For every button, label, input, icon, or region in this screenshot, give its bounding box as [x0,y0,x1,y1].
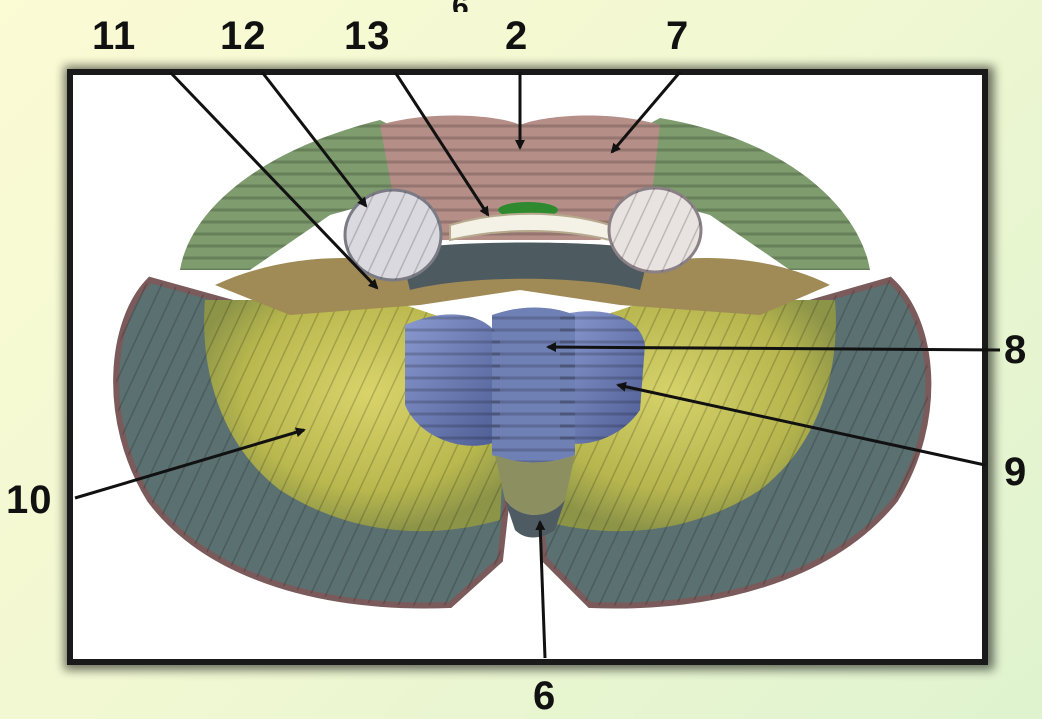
label-6: 6 [533,676,556,716]
label-12: 12 [220,16,267,56]
label-2: 2 [505,16,528,56]
label-11: 11 [92,16,136,56]
label-8: 8 [1004,330,1027,370]
label-9: 9 [1004,452,1027,492]
label-7: 7 [666,16,689,56]
label-10: 10 [6,480,53,520]
label-13: 13 [344,16,391,56]
label-top-partial: 6 [452,0,470,12]
